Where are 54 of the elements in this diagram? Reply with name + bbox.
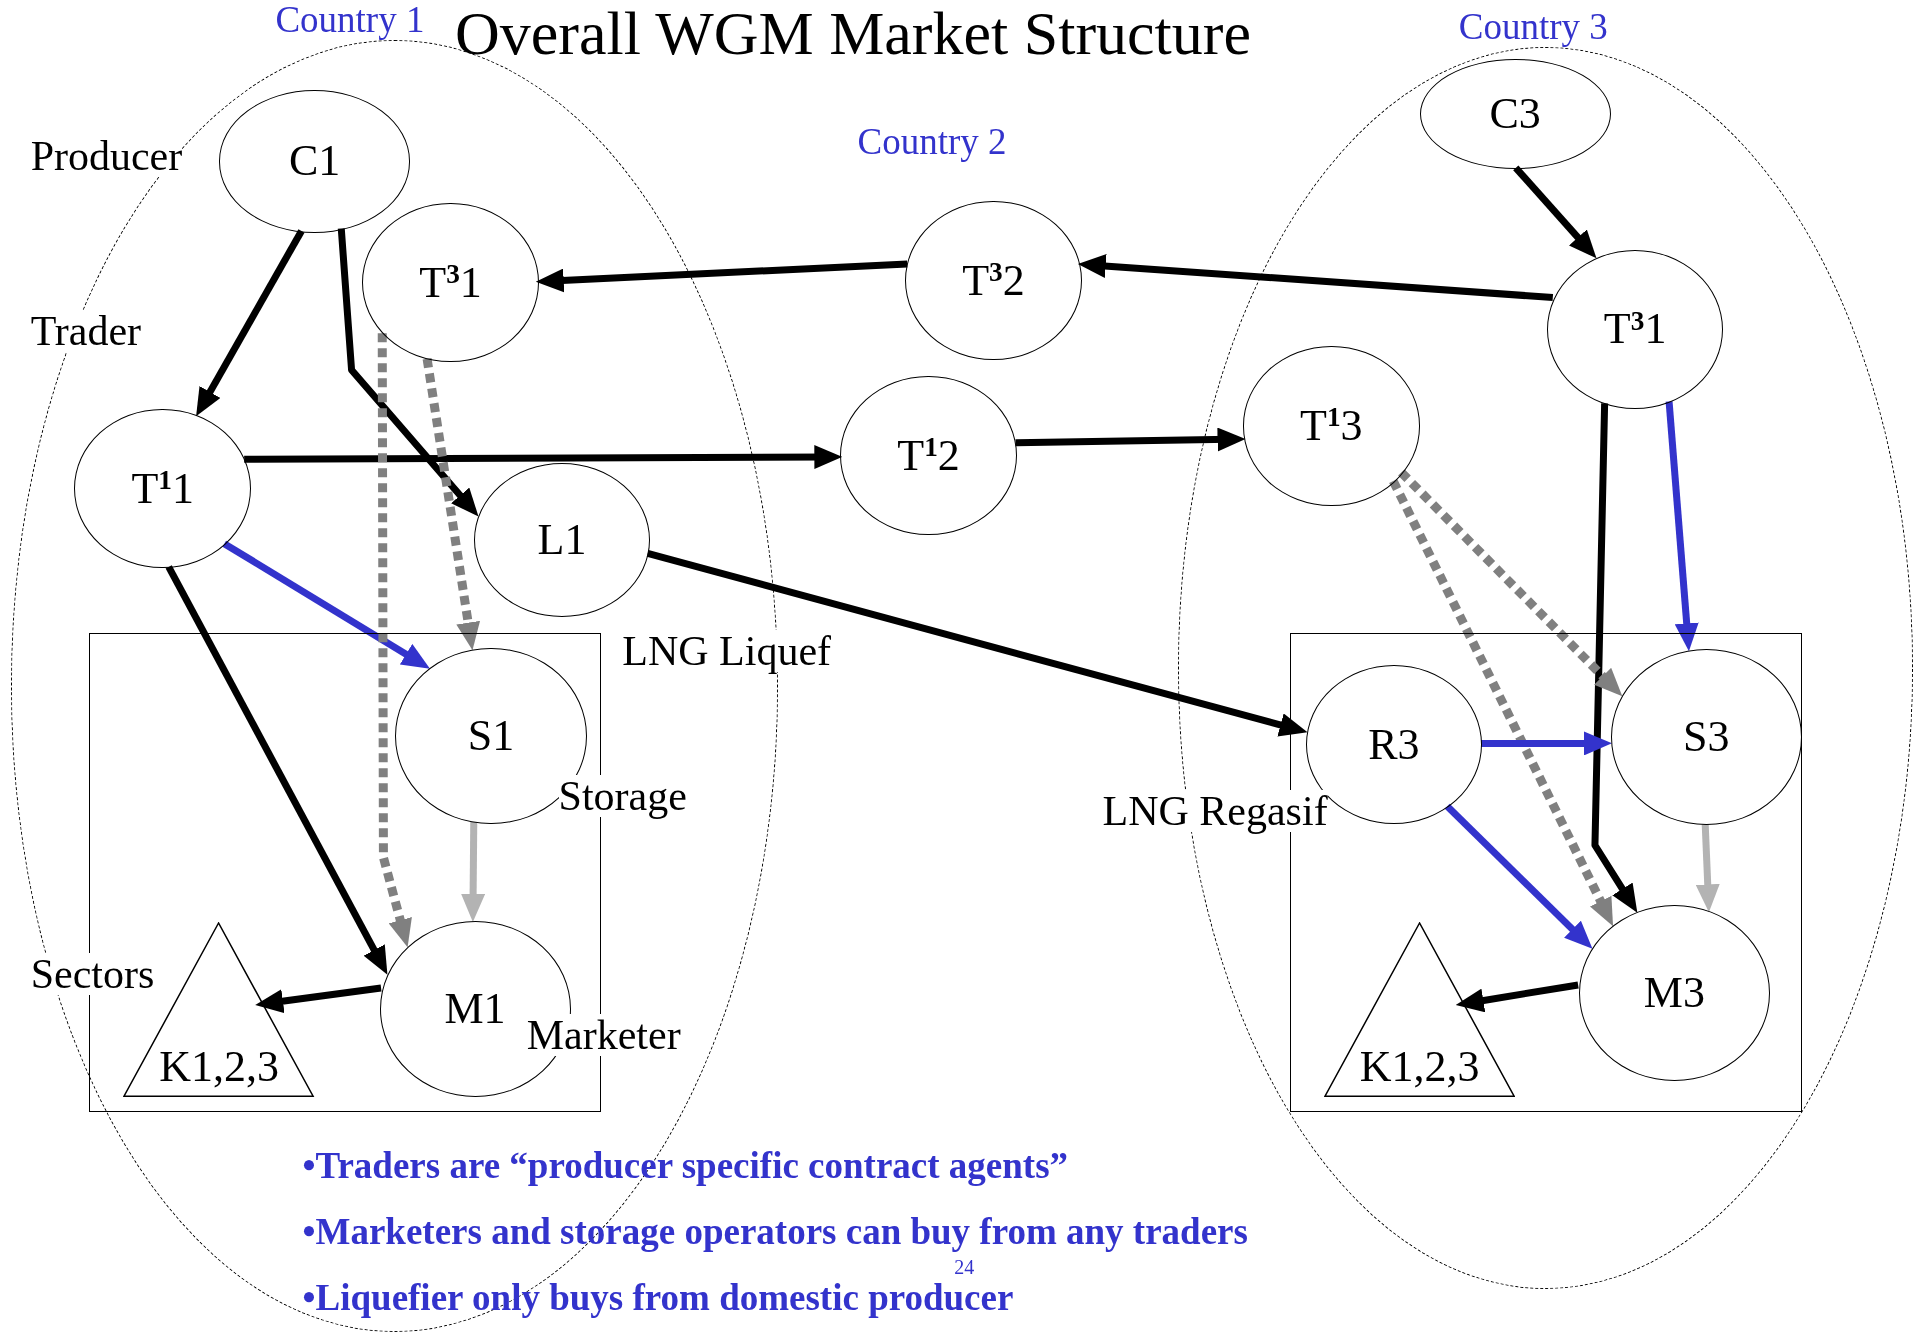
dashed-arrow xyxy=(422,358,481,651)
node-label: T$^{3}$1 xyxy=(419,260,482,305)
bullet-note: •Traders are “producer specific contract agents” xyxy=(302,1146,1069,1184)
node-label: M1 xyxy=(444,987,506,1032)
agent-ellipse xyxy=(74,408,251,569)
arrow xyxy=(535,260,908,293)
agent-ellipse xyxy=(840,376,1017,536)
arrow xyxy=(196,229,305,417)
arrow xyxy=(255,984,382,1014)
country-label: Country 2 xyxy=(857,122,1007,160)
dashed-arrow xyxy=(1389,478,1614,927)
page-number: 24 xyxy=(954,1256,975,1277)
arrow xyxy=(1665,401,1699,652)
node-label: S3 xyxy=(1682,715,1730,760)
node-label: T$^{1}$1 xyxy=(131,466,194,511)
arrow xyxy=(1444,803,1593,949)
arrow xyxy=(165,565,388,975)
role-label: Marketer xyxy=(526,1014,681,1057)
arrow xyxy=(1015,427,1246,452)
agent-ellipse xyxy=(362,203,539,363)
arrow xyxy=(461,821,486,922)
country-label: Country 3 xyxy=(1458,7,1608,45)
node-label: S1 xyxy=(467,713,515,758)
country-label: Country 1 xyxy=(275,1,425,39)
arrow xyxy=(1455,981,1579,1013)
node-label: C1 xyxy=(288,139,341,184)
arrow xyxy=(646,550,1308,737)
role-label: Trader xyxy=(30,309,142,352)
agent-ellipse xyxy=(1243,346,1420,506)
arrow xyxy=(1077,254,1554,301)
node-label: K1,2,3 xyxy=(1359,1045,1480,1090)
dashed-arrow xyxy=(377,333,412,948)
node-label: M3 xyxy=(1643,971,1705,1016)
arrow xyxy=(222,540,430,669)
node-label: C3 xyxy=(1489,91,1541,136)
role-label: LNG Regasif xyxy=(1102,790,1328,833)
node-label: T$^{1}$2 xyxy=(897,433,960,478)
agent-ellipse xyxy=(905,200,1082,361)
agent-ellipse xyxy=(1546,249,1724,409)
dashed-arrow xyxy=(1398,469,1623,697)
node-label: L1 xyxy=(537,518,587,562)
node-label: R3 xyxy=(1368,722,1420,767)
node-label: K1,2,3 xyxy=(159,1045,279,1090)
role-label: Storage xyxy=(558,775,687,818)
node-label: T$^{3}$1 xyxy=(1603,307,1667,352)
agent-ellipse xyxy=(219,90,411,233)
node-label: T$^{3}$2 xyxy=(962,258,1025,303)
bullet-note: •Liquefier only buys from domestic producer xyxy=(302,1278,1014,1316)
role-label: LNG Liquef xyxy=(622,629,832,672)
arrow xyxy=(1513,165,1597,259)
role-label: Sectors xyxy=(30,953,155,996)
bullet-note: •Marketers and storage operators can buy from any traders xyxy=(302,1212,1248,1250)
slide-title: Overall WGM Market Structure xyxy=(455,2,1251,64)
node-label: T$^{1}$3 xyxy=(1300,404,1363,449)
